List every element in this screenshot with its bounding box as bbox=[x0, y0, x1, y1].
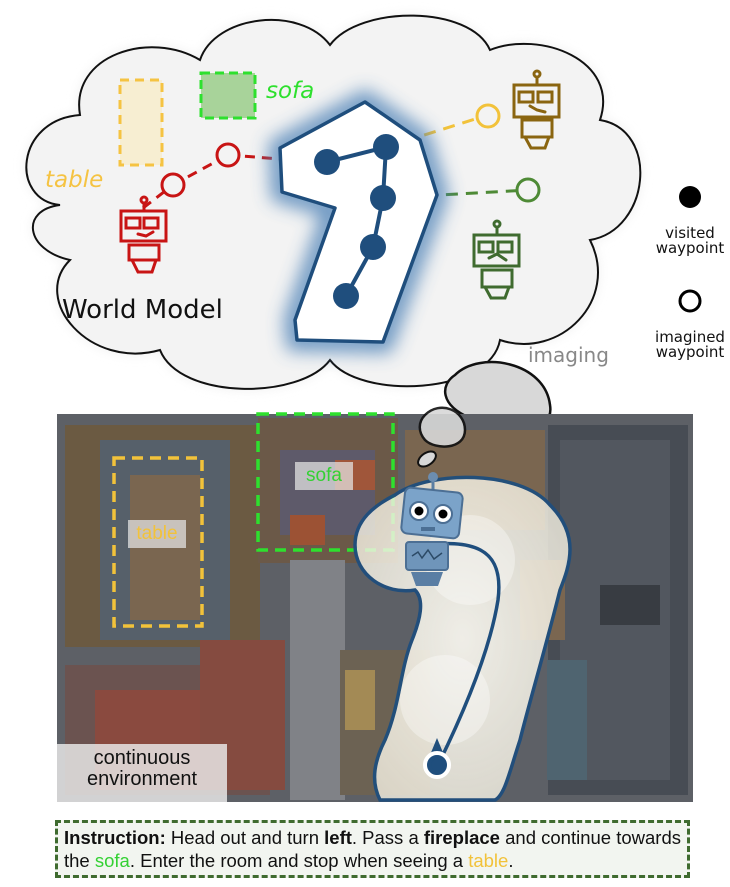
imaging-label: imaging bbox=[528, 343, 609, 367]
visited-waypoint bbox=[373, 134, 399, 160]
map-table-box bbox=[112, 456, 204, 628]
robot-gold-icon bbox=[512, 69, 561, 150]
thought-bubble-medium bbox=[418, 406, 467, 448]
instruction-box: Instruction: Head out and turn left. Pas… bbox=[55, 820, 690, 878]
visited-waypoint bbox=[360, 234, 386, 260]
world-table-label: table bbox=[45, 167, 104, 193]
legend-imagined-label: imagined waypoint bbox=[655, 328, 725, 361]
visited-waypoint-legend-icon bbox=[679, 186, 701, 208]
robot-green-icon bbox=[472, 219, 521, 300]
visited-waypoint bbox=[370, 185, 396, 211]
world-model-title: World Model bbox=[62, 295, 223, 325]
agent-robot-icon bbox=[400, 472, 464, 586]
visited-waypoint bbox=[314, 149, 340, 175]
visited-waypoint bbox=[333, 283, 359, 309]
environment-label: continuous environment bbox=[57, 744, 227, 802]
robot-red-icon bbox=[119, 195, 168, 274]
agent-trajectory bbox=[419, 541, 501, 766]
keyword-fireplace: fireplace bbox=[423, 827, 500, 848]
thought-bubble-small bbox=[417, 450, 437, 468]
start-marker-icon bbox=[423, 738, 451, 779]
legend-visited-label: visited waypoint bbox=[655, 224, 725, 257]
world-sofa-box bbox=[199, 71, 257, 120]
imagined-path-yellow bbox=[385, 103, 501, 149]
map-sofa-label: sofa bbox=[295, 462, 353, 490]
map-table-label: table bbox=[128, 520, 186, 548]
instruction-prefix: Instruction: bbox=[64, 827, 166, 848]
imagined-waypoint-legend-icon bbox=[678, 289, 702, 313]
world-sofa-label: sofa bbox=[266, 78, 315, 104]
map-sofa-box bbox=[256, 412, 395, 552]
keyword-sofa: sofa bbox=[94, 850, 130, 871]
world-table-box bbox=[118, 78, 164, 167]
keyword-table: table bbox=[468, 850, 509, 871]
keyword-left: left bbox=[324, 827, 352, 848]
visited-region bbox=[268, 89, 449, 354]
